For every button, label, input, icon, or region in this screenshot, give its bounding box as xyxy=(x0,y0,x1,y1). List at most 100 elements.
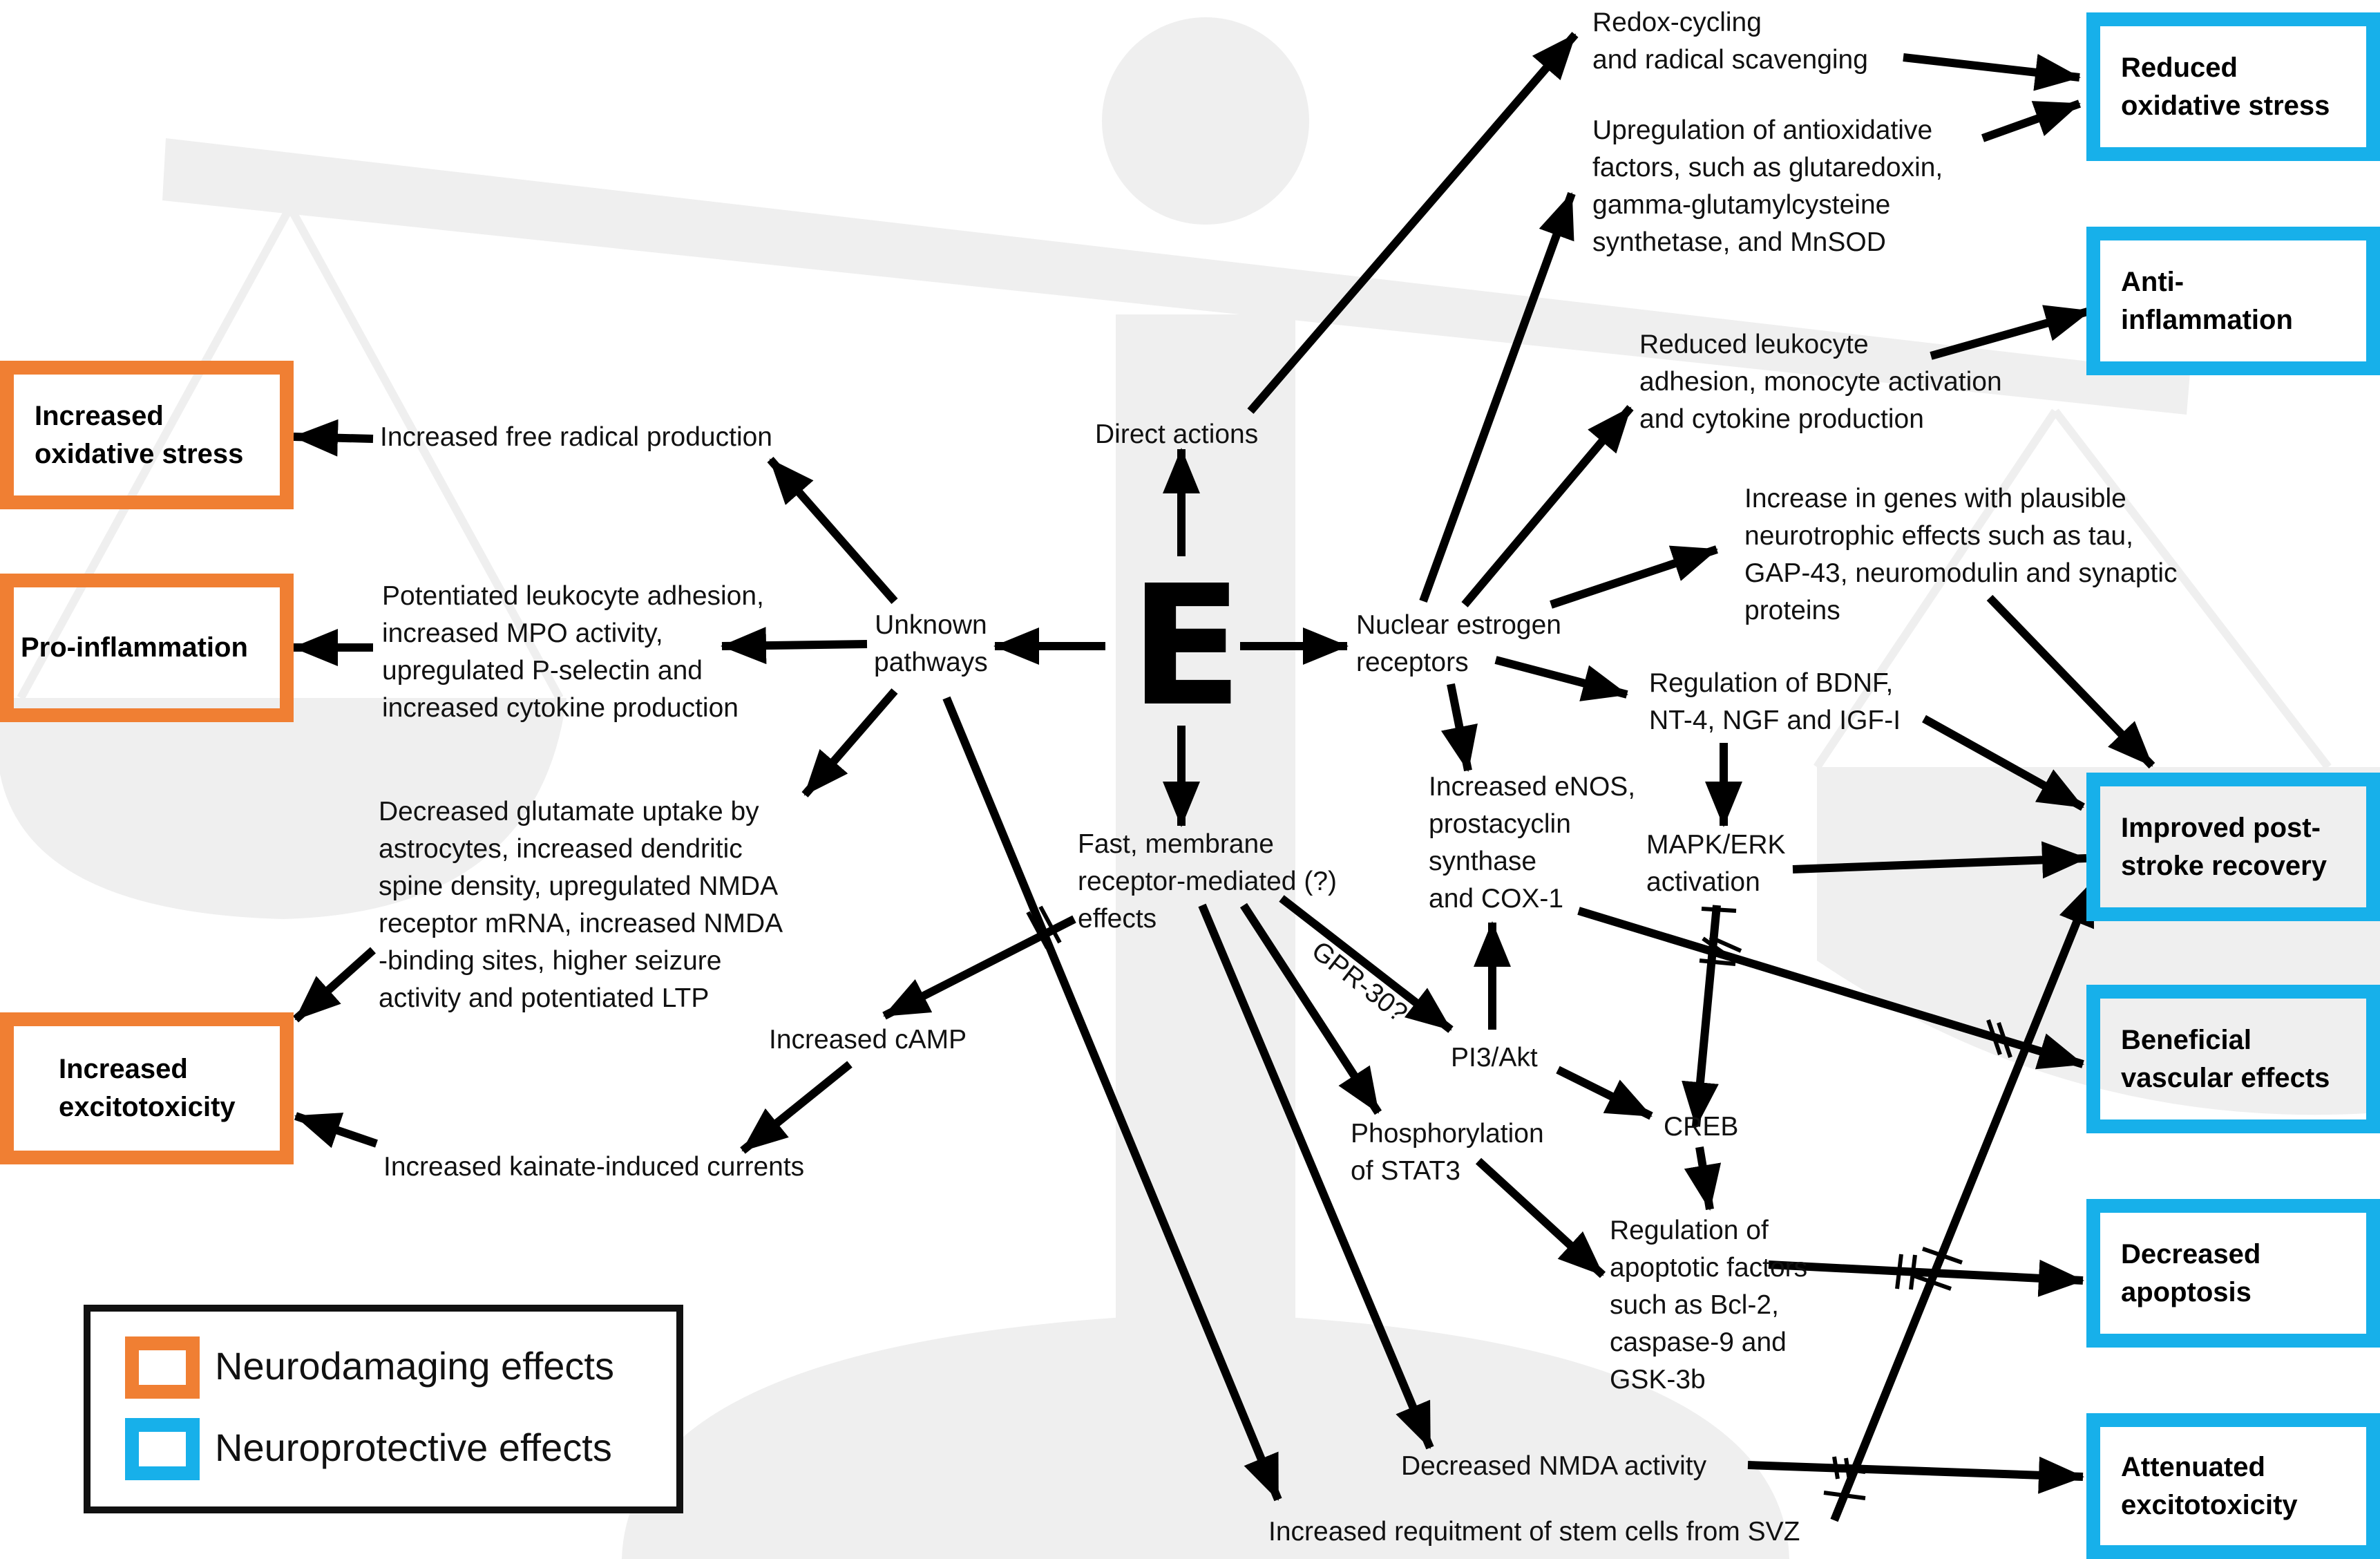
stem-cells-label: Increased requitment of stem cells from … xyxy=(1268,1517,1800,1547)
creb-label: CREB xyxy=(1664,1112,1739,1142)
decreased-apoptosis-text: Decreased apoptosis xyxy=(2121,1238,2261,1307)
unknown-pathways-label: Unknown pathways xyxy=(874,607,988,681)
anti-inflammation-text: Anti- inflammation xyxy=(2121,266,2293,335)
arrow-free-radical-to-box xyxy=(292,419,374,457)
leukocyte-adhesion-label: Potentiated leukocyte adhesion, increase… xyxy=(382,578,764,727)
redox-label: Redox-cycling and radical scavenging xyxy=(1592,4,1868,79)
increased-excitotoxicity-text: Increased excitotoxicity xyxy=(59,1054,236,1122)
mapk-line: MAPK/ERK xyxy=(1646,830,1786,860)
glutamate-line: spine density, upregulated NMDA xyxy=(379,871,779,901)
arrow-unknown-to-glutamate xyxy=(801,688,898,797)
anti-inflammation-box: Anti- inflammation xyxy=(2086,227,2380,375)
arrow-antiox-to-reduced-ox xyxy=(1981,100,2082,142)
unknown-pathways-line: Unknown xyxy=(875,610,987,640)
legend-neuroprotective-swatch xyxy=(125,1418,200,1480)
arrow-direct-to-redox xyxy=(1247,32,1579,414)
apoptotic-factors-label: Regulation of apoptotic factors such as … xyxy=(1610,1212,1807,1399)
fast-membrane-label: Fast, membrane receptor-mediated (?) eff… xyxy=(1078,826,1337,938)
increased-excitotoxicity-box: Increased excitotoxicity xyxy=(0,1012,294,1164)
legend-neurodamaging-label: Neurodamaging effects xyxy=(215,1344,614,1388)
stat3-line: Phosphorylation xyxy=(1351,1119,1544,1149)
arrow-nuclear-to-reduced-leuk xyxy=(1461,405,1634,607)
improved-recovery-box: Improved post- stroke recovery xyxy=(2086,773,2380,921)
neurotrophic-genes-line: Increase in genes with plausible xyxy=(1744,484,2126,513)
glutamate-line: receptor mRNA, increased NMDA xyxy=(379,909,783,938)
enos-line: and COX-1 xyxy=(1429,884,1564,914)
reduced-leukocyte-label: Reduced leukocyte adhesion, monocyte act… xyxy=(1639,326,2002,438)
legend-neuroprotective-label: Neuroprotective effects xyxy=(215,1426,612,1469)
nmda-activity-label: Decreased NMDA activity xyxy=(1401,1451,1707,1481)
neurotrophic-genes-label: Increase in genes with plausible neurotr… xyxy=(1744,480,2178,630)
glutamate-line: activity and potentiated LTP xyxy=(379,983,710,1013)
estrogen-center-label: E xyxy=(1130,549,1243,743)
pro-inflammation-box: Pro-inflammation xyxy=(0,574,294,722)
arrow-unknown-to-stem-cells xyxy=(942,696,1282,1502)
attenuated-excitotoxicity-text: Attenuated excitotoxicity xyxy=(2121,1451,2298,1520)
free-radical-label: Increased free radical production xyxy=(380,422,772,452)
arrow-nuclear-to-genes xyxy=(1550,545,1718,609)
reduced-leukocyte-line: Reduced leukocyte xyxy=(1639,330,1869,359)
neurotrophic-genes-line: neurotrophic effects such as tau, xyxy=(1744,521,2133,551)
legend: Neurodamaging effects Neuroprotective ef… xyxy=(84,1305,683,1513)
pro-inflammation-text: Pro-inflammation xyxy=(21,632,248,663)
arrow-apoptotic-to-decreased xyxy=(1768,1259,2084,1297)
arrow-fast-to-nmda xyxy=(1198,903,1434,1450)
mapk-line: activation xyxy=(1646,867,1760,897)
leukocyte-adhesion-line: increased MPO activity, xyxy=(382,618,663,648)
arrow-fast-to-pi3akt xyxy=(1279,895,1454,1033)
nuclear-receptors-label: Nuclear estrogen receptors xyxy=(1356,607,1561,681)
arrow-kainate-to-box xyxy=(294,1112,378,1149)
apoptotic-factors-line: GSK-3b xyxy=(1610,1365,1706,1395)
fast-membrane-line: Fast, membrane xyxy=(1078,829,1274,859)
apoptotic-factors-line: caspase-9 and xyxy=(1610,1327,1787,1357)
unknown-pathways-line: pathways xyxy=(874,648,988,677)
neurotrophic-genes-line: proteins xyxy=(1744,596,1840,625)
redox-line: Redox-cycling xyxy=(1592,8,1762,37)
enos-line: synthase xyxy=(1429,847,1537,876)
fast-membrane-line: effects xyxy=(1078,904,1157,934)
kainate-label: Increased kainate-induced currents xyxy=(383,1152,805,1182)
leukocyte-adhesion-line: increased cytokine production xyxy=(382,693,739,723)
antioxidative-line: gamma-glutamylcysteine xyxy=(1592,190,1891,220)
arrow-enos-to-vascular xyxy=(1577,907,2084,1070)
increased-oxidative-stress-text: Increased oxidative stress xyxy=(35,400,244,469)
increased-oxidative-stress-box: Increased oxidative stress xyxy=(0,361,294,509)
fast-membrane-line: receptor-mediated (?) xyxy=(1078,867,1337,896)
arrow-mapk-to-improved xyxy=(1792,841,2088,879)
arrow-unknown-to-free-radical xyxy=(767,457,898,604)
arrow-fast-to-stat3 xyxy=(1239,903,1382,1115)
mapk-label: MAPK/ERK activation xyxy=(1646,826,1786,901)
arrow-glutamate-to-box xyxy=(293,947,376,1023)
enos-line: prostacyclin xyxy=(1429,809,1571,839)
bdnf-label: Regulation of BDNF, NT-4, NGF and IGF-I xyxy=(1649,665,1901,739)
leukocyte-adhesion-line: Potentiated leukocyte adhesion, xyxy=(382,581,764,611)
inhibition-ticks xyxy=(1026,905,2012,1500)
arrow-nuclear-to-antiox xyxy=(1419,191,1576,603)
beneficial-vascular-text: Beneficial vascular effects xyxy=(2121,1024,2330,1093)
arrow-mapk-to-creb xyxy=(1682,905,1721,1128)
arrow-unknown-to-leukocyte xyxy=(721,627,868,665)
arrow-bdnf-to-improved xyxy=(1922,715,2085,811)
enos-label: Increased eNOS, prostacyclin synthase an… xyxy=(1429,768,1635,918)
reduced-oxidative-stress-box: Reduced oxidative stress xyxy=(2086,12,2380,161)
stat3-line: of STAT3 xyxy=(1351,1156,1460,1186)
glutamate-label: Decreased glutamate uptake by astrocytes… xyxy=(379,793,783,1017)
arrow-nuclear-to-bdnf xyxy=(1494,656,1628,701)
legend-neurodamaging-swatch xyxy=(125,1336,200,1399)
arrow-nmda-to-attenuated xyxy=(1747,1456,2084,1494)
nuclear-receptors-line: receptors xyxy=(1356,648,1469,677)
decreased-apoptosis-box: Decreased apoptosis xyxy=(2086,1199,2380,1348)
arrows-group xyxy=(292,32,2155,1522)
arrow-creb-to-apoptotic xyxy=(1684,1146,1722,1211)
enos-line: Increased eNOS, xyxy=(1429,772,1636,802)
bdnf-line: NT-4, NGF and IGF-I xyxy=(1649,706,1901,735)
beneficial-vascular-box: Beneficial vascular effects xyxy=(2086,985,2380,1133)
apoptotic-factors-line: Regulation of xyxy=(1610,1216,1769,1245)
antioxidative-label: Upregulation of antioxidative factors, s… xyxy=(1592,112,1943,261)
glutamate-line: Decreased glutamate uptake by xyxy=(379,797,759,826)
camp-label: Increased cAMP xyxy=(769,1025,967,1055)
reduced-leukocyte-line: adhesion, monocyte activation xyxy=(1639,367,2002,397)
apoptotic-factors-line: such as Bcl-2, xyxy=(1610,1290,1779,1320)
improved-recovery-text: Improved post- stroke recovery xyxy=(2121,812,2327,881)
